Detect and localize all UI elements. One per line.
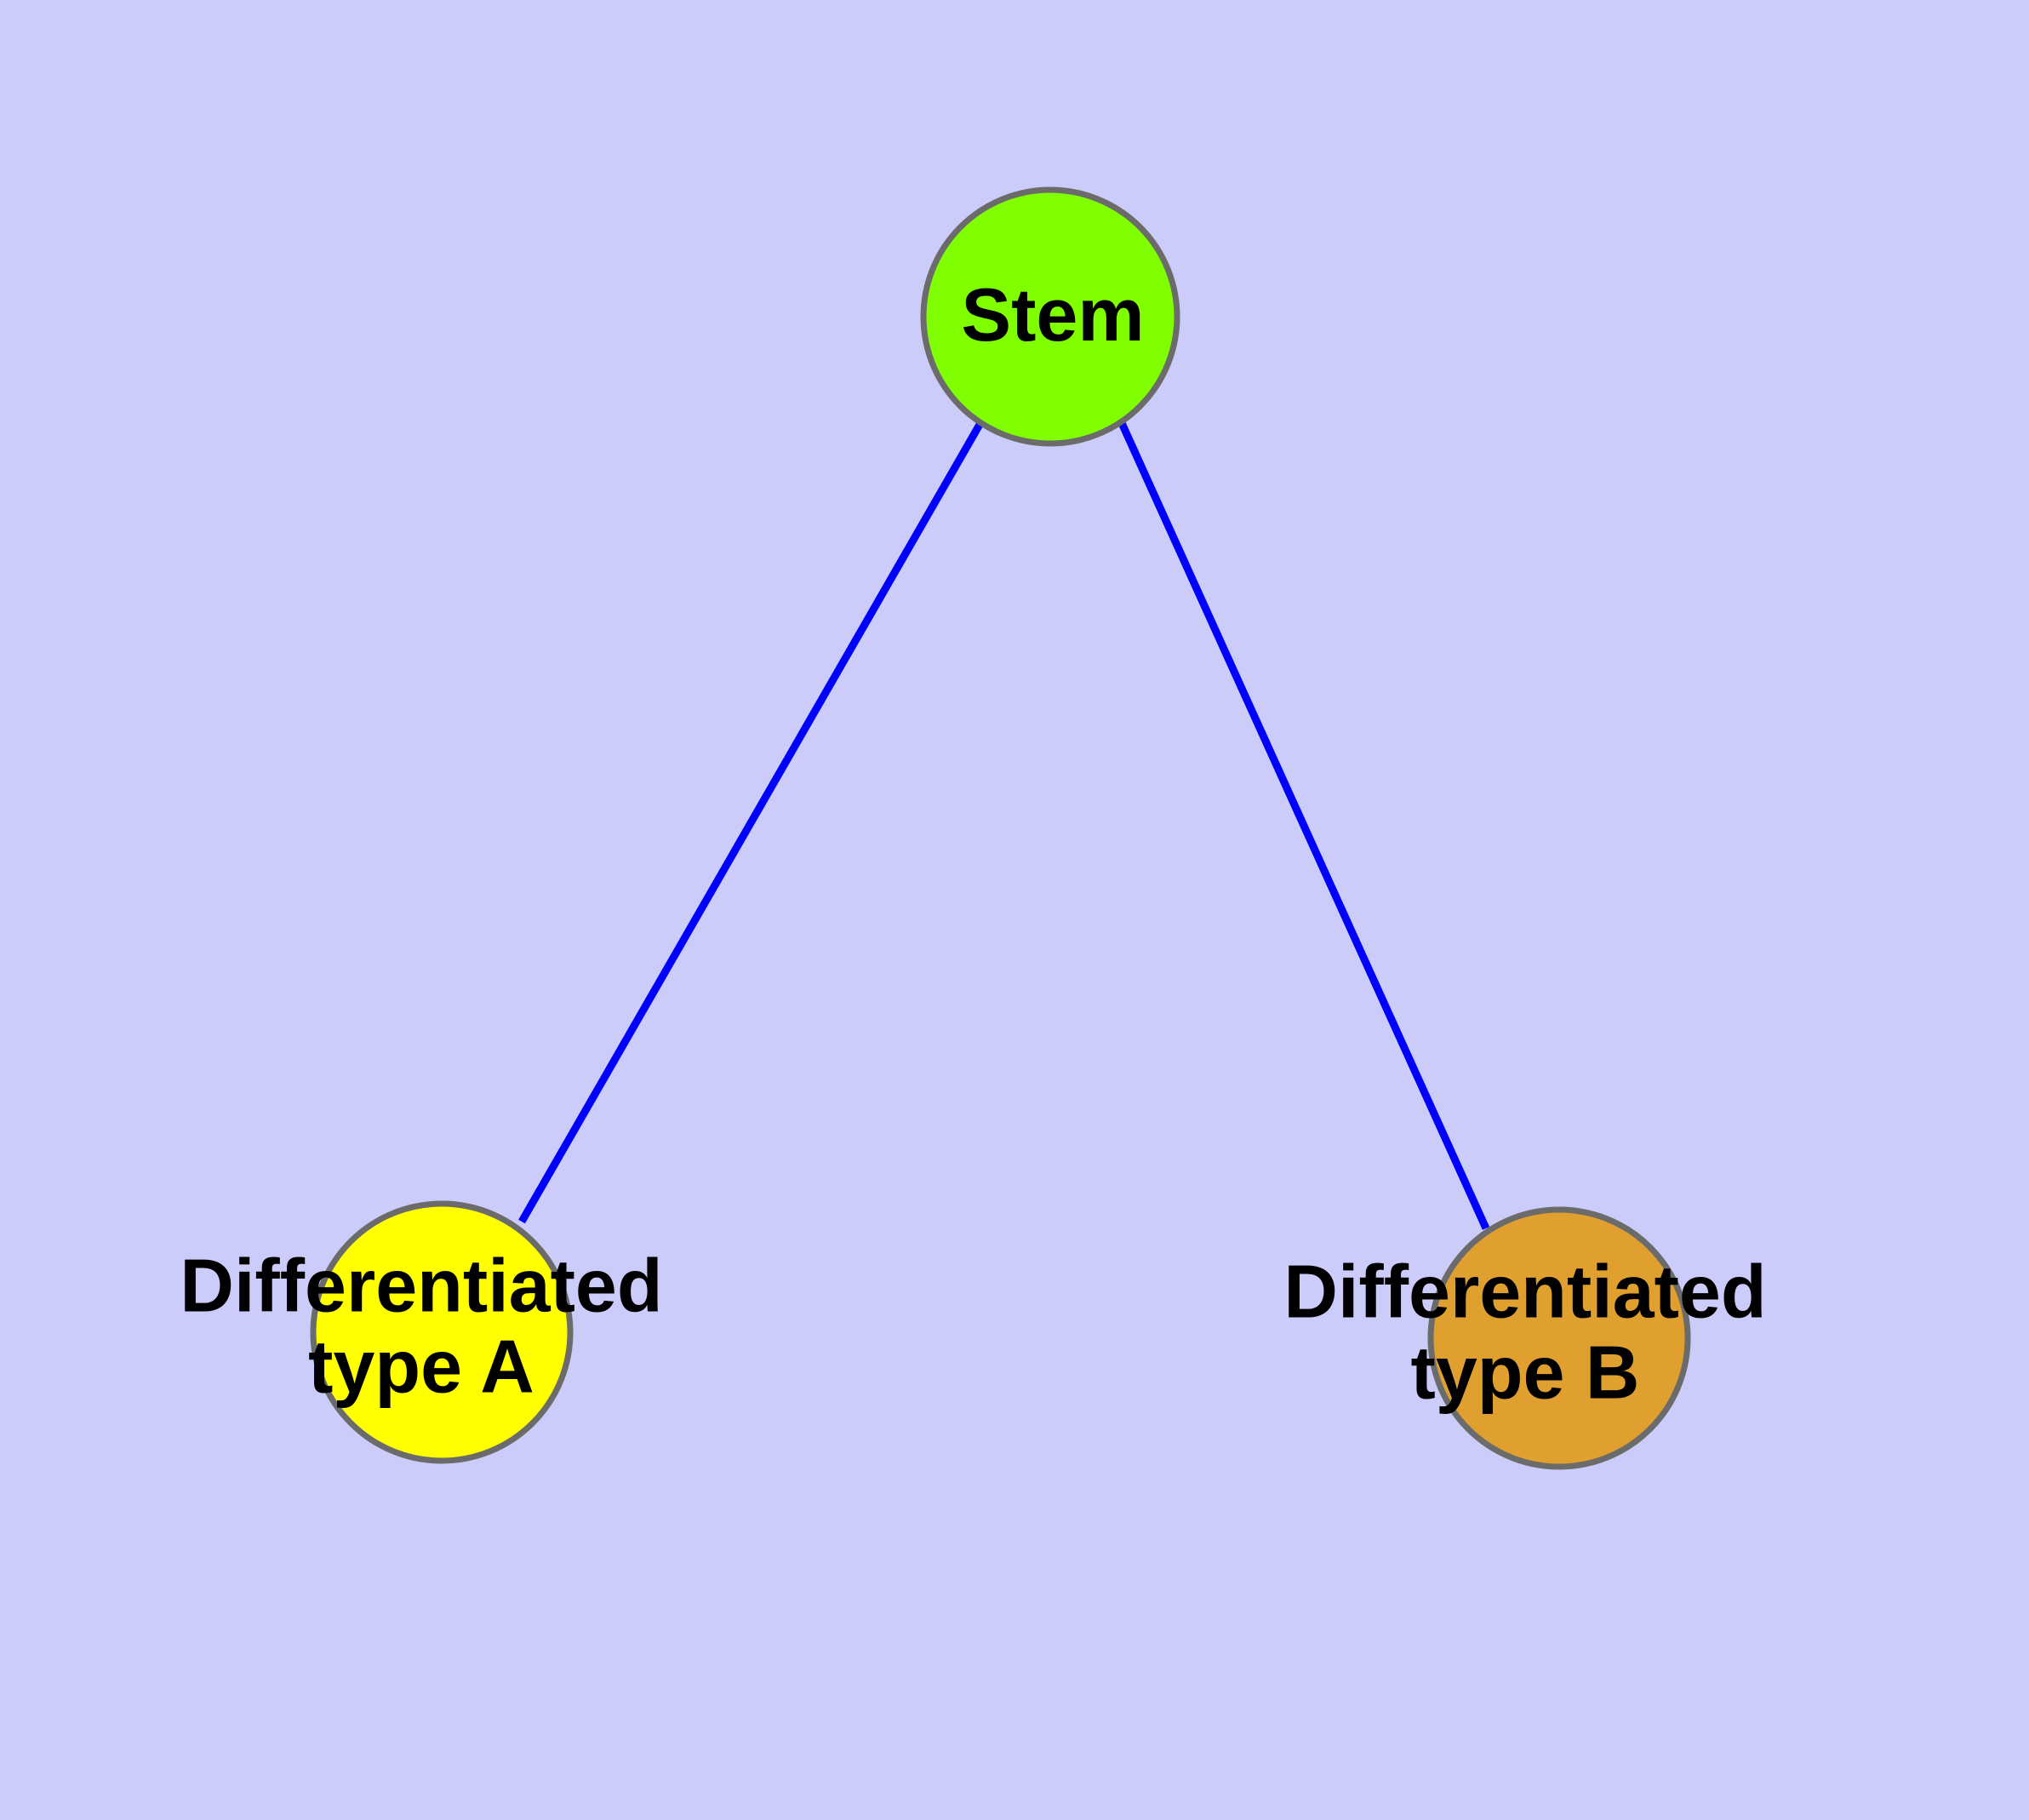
node-label-stem: Stem	[961, 272, 1144, 357]
node-label-line: type B	[1411, 1331, 1640, 1415]
edge-stem-to-diff-b[interactable]	[1117, 421, 1490, 1230]
node-label-line: type A	[308, 1325, 534, 1409]
node-stem[interactable]	[920, 186, 1180, 447]
edge-stem-to-diff-a[interactable]	[518, 421, 984, 1224]
node-label-line: Differentiated	[1283, 1250, 1766, 1334]
node-diff_b[interactable]	[1427, 1206, 1691, 1470]
nodes-layer	[310, 186, 1691, 1470]
node-label-line: Differentiated	[180, 1244, 662, 1328]
node-label-line: Stem	[961, 272, 1144, 357]
edges-layer	[518, 421, 1490, 1230]
node-diff_a[interactable]	[310, 1200, 574, 1464]
